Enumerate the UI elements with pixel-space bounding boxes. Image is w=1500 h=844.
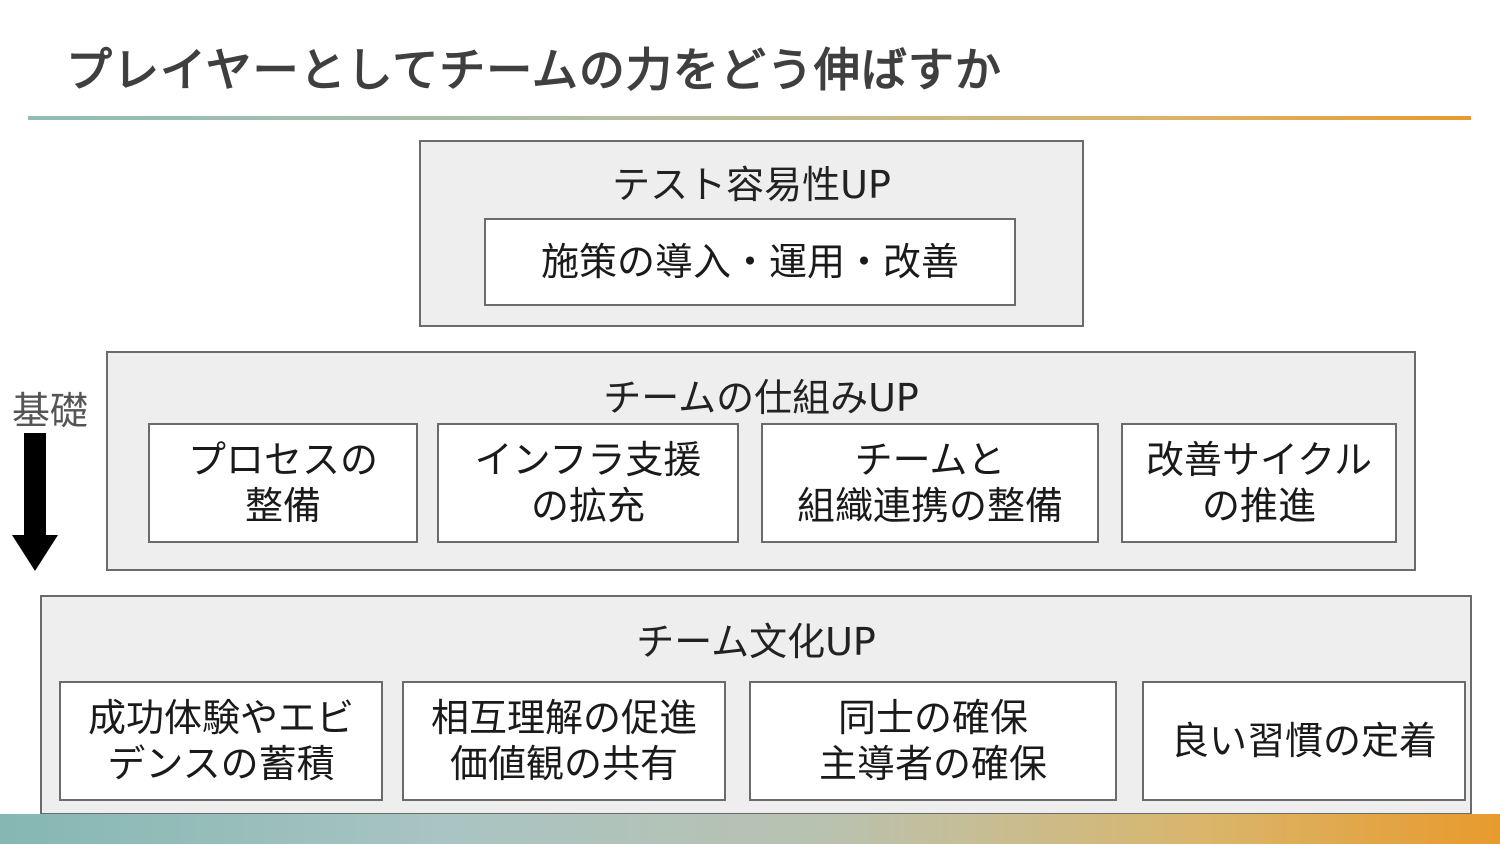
culture-item-box: 相互理解の促進 価値観の共有 xyxy=(402,681,726,801)
down-arrow-icon xyxy=(12,433,58,571)
mechanism-item-line: チームと xyxy=(854,438,1006,482)
tier-culture-title: チーム文化UP xyxy=(636,620,876,664)
tier-mechanism-title: チームの仕組みUP xyxy=(603,376,919,420)
tier-culture: チーム文化UP 成功体験やエビ デンスの蓄積 相互理解の促進 価値観の共有 同士… xyxy=(40,595,1472,815)
culture-item-line: 良い習慣の定着 xyxy=(1170,719,1437,763)
test-item-box: 施策の導入・運用・改善 xyxy=(484,218,1016,306)
bottom-accent-band xyxy=(0,814,1500,844)
culture-item-line: 相互理解の促進 xyxy=(430,696,697,740)
culture-item-line: 価値観の共有 xyxy=(449,742,678,786)
foundation-label: 基礎 xyxy=(12,389,89,433)
mechanism-item-box: 改善サイクル の推進 xyxy=(1121,423,1397,543)
culture-item-line: 同士の確保 xyxy=(837,696,1028,740)
mechanism-item-line: プロセスの xyxy=(187,438,378,482)
tier-test-title: テスト容易性UP xyxy=(612,163,891,207)
mechanism-item-box: インフラ支援 の拡充 xyxy=(437,423,739,543)
culture-item-box: 同士の確保 主導者の確保 xyxy=(749,681,1117,801)
tier-test: テスト容易性UP 施策の導入・運用・改善 xyxy=(419,140,1084,327)
slide-title: プレイヤーとしてチームの力をどう伸ばすか xyxy=(66,43,1002,97)
culture-item-line: 成功体験やエビ xyxy=(87,696,354,740)
mechanism-item-line: の推進 xyxy=(1201,484,1316,528)
tier-mechanism: チームの仕組みUP プロセスの 整備 インフラ支援 の拡充 チームと 組織連携の… xyxy=(106,351,1416,571)
mechanism-item-line: 組織連携の整備 xyxy=(796,484,1063,528)
culture-item-line: 主導者の確保 xyxy=(818,742,1047,786)
mechanism-item-line: 整備 xyxy=(244,484,321,528)
mechanism-item-line: の拡充 xyxy=(530,484,645,528)
mechanism-item-box: プロセスの 整備 xyxy=(148,423,418,543)
culture-item-box: 成功体験やエビ デンスの蓄積 xyxy=(59,681,383,801)
mechanism-item-line: インフラ支援 xyxy=(474,438,702,482)
test-item-line: 施策の導入・運用・改善 xyxy=(540,240,959,284)
culture-item-line: デンスの蓄積 xyxy=(107,742,335,786)
mechanism-item-box: チームと 組織連携の整備 xyxy=(761,423,1099,543)
mechanism-item-line: 改善サイクル xyxy=(1145,438,1373,482)
culture-item-box: 良い習慣の定着 xyxy=(1142,681,1466,801)
title-divider xyxy=(28,116,1471,120)
